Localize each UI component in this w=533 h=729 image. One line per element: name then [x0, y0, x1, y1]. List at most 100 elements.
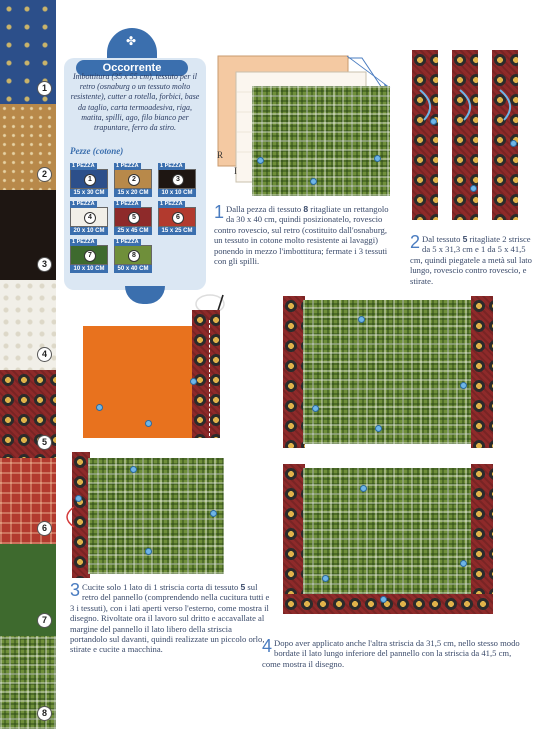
left-binding-strip — [72, 452, 90, 578]
piece-label: 1 PEZZA — [158, 163, 185, 170]
pin-icon — [190, 378, 197, 385]
card-bottom-tab — [125, 286, 165, 304]
lower-plaid-panel — [303, 468, 471, 594]
orange-back-panel — [83, 326, 195, 438]
stitched-strip — [192, 310, 220, 438]
step-number: 1 — [214, 202, 225, 222]
piece-label: 1 PEZZA — [114, 201, 141, 208]
plaid-panel-step3 — [88, 458, 224, 574]
fold-arrows — [419, 89, 511, 121]
pin-icon — [75, 495, 82, 502]
pin-icon — [460, 560, 467, 567]
fabric-piece-4: 1 PEZZA 4 20 x 10 CM — [70, 201, 108, 235]
pin-icon — [145, 420, 152, 427]
pin-icon — [470, 185, 477, 192]
piece-size: 20 x 10 CM — [70, 227, 108, 235]
pin-icon — [312, 405, 319, 412]
fabric-piece-8: 1 PEZZA 8 50 x 40 CM — [114, 239, 152, 273]
fabric-strip-1 — [412, 50, 438, 220]
fabric-piece-5: 1 PEZZA 5 25 x 45 CM — [114, 201, 152, 235]
swatch-number: 2 — [37, 167, 52, 182]
fabric-piece-6: 1 PEZZA 6 15 x 25 CM — [158, 201, 196, 235]
fabric-piece-3: 1 PEZZA 3 10 x 10 CM — [158, 163, 196, 197]
swatch-4: 4 — [0, 280, 56, 370]
swatch-5: 5 — [0, 370, 56, 458]
piece-size: 50 x 40 CM — [114, 265, 152, 273]
piece-number: 7 — [84, 250, 96, 262]
piece-size: 10 x 10 CM — [158, 189, 196, 197]
lower-right-binding — [471, 464, 493, 614]
pin-icon — [257, 157, 264, 164]
fabric-strip-3 — [492, 50, 518, 220]
pin-icon — [322, 575, 329, 582]
pin-icon — [145, 548, 152, 555]
piece-number: 1 — [84, 174, 96, 186]
swatch-number: 1 — [37, 81, 52, 96]
piece-number: 6 — [172, 212, 184, 224]
upper-plaid-panel — [303, 300, 471, 444]
pin-icon — [460, 382, 467, 389]
lower-bottom-binding — [283, 594, 493, 614]
pin-icon — [130, 466, 137, 473]
step-number: 3 — [70, 580, 81, 600]
pin-icon — [360, 485, 367, 492]
card-title: Occorrente — [76, 60, 188, 76]
pin-icon — [380, 596, 387, 603]
pin-icon — [310, 178, 317, 185]
piece-size: 10 x 10 CM — [70, 265, 108, 273]
pezze-title: Pezze (cotone) — [70, 146, 124, 156]
piece-number: 8 — [128, 250, 140, 262]
upper-right-binding — [471, 296, 493, 448]
piece-number: 3 — [172, 174, 184, 186]
label-r: R — [217, 150, 224, 160]
piece-size: 25 x 45 CM — [114, 227, 152, 235]
swatch-2: 2 — [0, 104, 56, 190]
pin-icon — [374, 155, 381, 162]
swatch-number: 7 — [37, 613, 52, 628]
fabric-piece-7: 1 PEZZA 7 10 x 10 CM — [70, 239, 108, 273]
pin-icon — [510, 140, 517, 147]
stitch-line — [209, 320, 210, 436]
fabric-piece-2: 1 PEZZA 2 15 x 20 CM — [114, 163, 152, 197]
piece-number: 4 — [84, 212, 96, 224]
plaid-panel — [252, 86, 390, 196]
piece-size: 15 x 25 CM — [158, 227, 196, 235]
upper-left-binding — [283, 296, 305, 448]
pin-icon — [210, 510, 217, 517]
step-number: 2 — [410, 232, 421, 252]
pin-icon — [430, 118, 437, 125]
step-number: 4 — [262, 636, 273, 656]
piece-label: 1 PEZZA — [70, 239, 97, 246]
swatch-1: 1 — [0, 0, 56, 104]
label-i: I — [234, 166, 237, 176]
piece-label: 1 PEZZA — [70, 201, 97, 208]
flower-icon: ✤ — [126, 34, 137, 48]
swatch-number: 6 — [37, 521, 52, 536]
swatch-6: 6 — [0, 458, 56, 544]
piece-size: 15 x 30 CM — [70, 189, 108, 197]
swatch-number: 4 — [37, 347, 52, 362]
materials-text: Imbottitura (35 x 55 cm), tessuto per il… — [70, 72, 200, 133]
piece-label: 1 PEZZA — [114, 239, 141, 246]
piece-label: 1 PEZZA — [158, 201, 185, 208]
swatch-8: 8 — [0, 636, 56, 729]
swatch-3: 3 — [0, 190, 56, 280]
card-tab: ✤ — [107, 28, 157, 62]
pin-icon — [375, 425, 382, 432]
swatch-7: 7 — [0, 544, 56, 636]
fold-arrow — [66, 506, 75, 528]
piece-number: 5 — [128, 212, 140, 224]
piece-number: 2 — [128, 174, 140, 186]
piece-size: 15 x 20 CM — [114, 189, 152, 197]
piece-label: 1 PEZZA — [70, 163, 97, 170]
swatch-number: 3 — [37, 257, 52, 272]
swatch-number: 5 — [37, 435, 52, 450]
swatch-number: 8 — [37, 706, 52, 721]
pin-icon — [96, 404, 103, 411]
pin-icon — [358, 316, 365, 323]
piece-label: 1 PEZZA — [114, 163, 141, 170]
